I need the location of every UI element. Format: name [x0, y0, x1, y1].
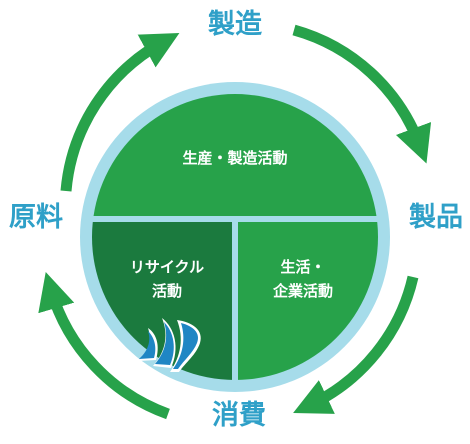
segment-lower-right-label-line2: 企業活動 — [272, 282, 333, 300]
central-circle — [80, 82, 390, 392]
segment-lower-left-label-line1: リサイクル — [130, 258, 204, 276]
arrow-right-to-bottom — [293, 275, 419, 414]
segment-lower-right-label-line1: 生活・ — [280, 258, 325, 276]
node-bottom-label: 消費 — [212, 400, 266, 431]
segment-lower-left-label-line2: 活動 — [152, 282, 182, 300]
arrow-left-to-top — [60, 33, 180, 192]
wave-logo-icon — [138, 318, 201, 372]
node-left-label: 原料 — [9, 202, 63, 233]
node-right-label: 製品 — [409, 202, 463, 233]
node-top-label: 製造 — [208, 9, 262, 40]
arrow-bottom-to-left — [38, 272, 170, 420]
segment-upper-label: 生産・製造活動 — [182, 149, 287, 167]
cycle-arrows — [38, 24, 432, 420]
arrow-top-to-right — [292, 24, 432, 164]
